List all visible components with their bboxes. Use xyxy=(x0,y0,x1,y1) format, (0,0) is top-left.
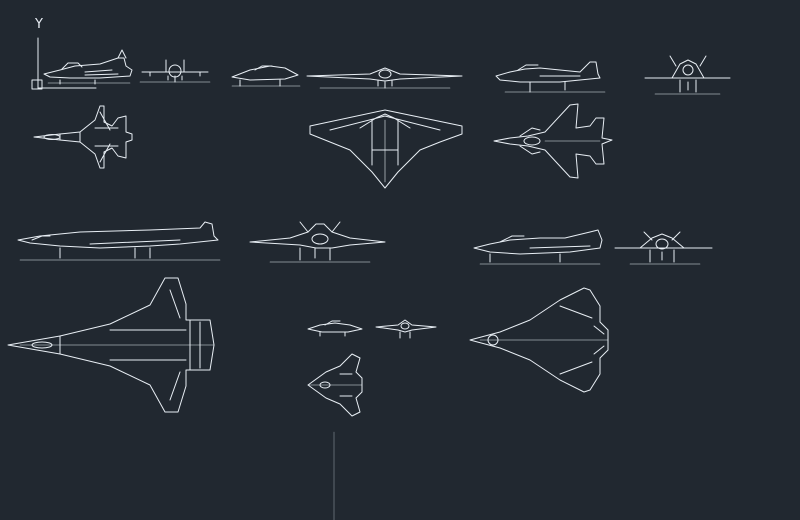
fighter-front-view[interactable] xyxy=(614,231,713,265)
stealth-fighter-front-view[interactable] xyxy=(644,55,731,95)
canard-fighter-top-view[interactable] xyxy=(493,103,613,179)
bomber-top-view[interactable] xyxy=(7,277,215,413)
fighter-side-view[interactable] xyxy=(473,229,603,265)
bomber-front-view[interactable] xyxy=(249,221,386,263)
ucs-y-label: Y xyxy=(35,17,43,32)
small-wing-top-view[interactable] xyxy=(307,353,363,417)
flying-wing-front-view[interactable] xyxy=(306,67,463,89)
delta-fighter-top-view[interactable] xyxy=(469,287,609,393)
stealth-fighter-side-view[interactable] xyxy=(495,61,606,93)
su27-side-view[interactable] xyxy=(43,49,133,85)
small-wing-side-view[interactable] xyxy=(307,320,363,337)
su27-top-view[interactable] xyxy=(33,105,133,169)
flying-wing-top-view[interactable] xyxy=(309,109,463,189)
small-wing-front-view[interactable] xyxy=(375,319,437,339)
su27-front-view[interactable] xyxy=(139,59,211,83)
ucs-icon xyxy=(31,37,97,90)
supersonic-bomber-side-view[interactable] xyxy=(17,221,221,261)
flying-wing-side-view[interactable] xyxy=(231,65,301,87)
